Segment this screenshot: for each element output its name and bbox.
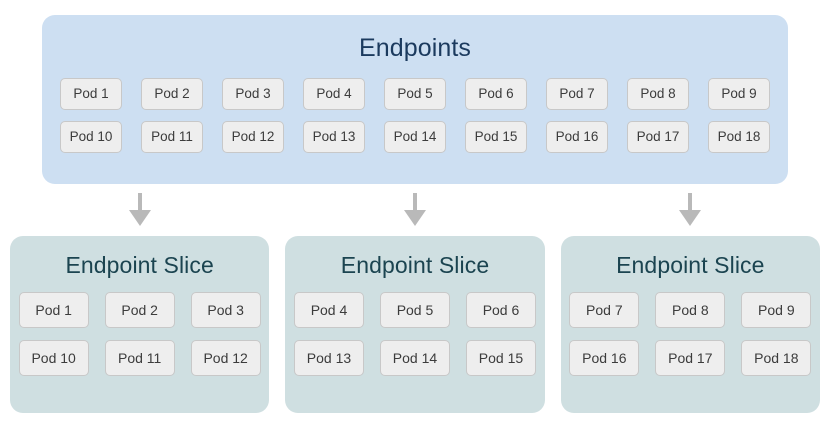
- endpoint-slice-pod-grid: Pod 1 Pod 2 Pod 3 Pod 10 Pod 11 Pod 12: [10, 292, 269, 376]
- pod-chip[interactable]: Pod 4: [293, 292, 364, 328]
- pod-chip[interactable]: Pod 12: [190, 340, 261, 376]
- arrow-down-icon: [129, 193, 151, 226]
- endpoint-slice-pod-row: Pod 4 Pod 5 Pod 6: [293, 292, 536, 328]
- endpoint-slice-title: Endpoint Slice: [340, 252, 490, 278]
- pod-chip[interactable]: Pod 15: [465, 340, 536, 376]
- pod-chip[interactable]: Pod 6: [465, 78, 527, 110]
- endpoints-title: Endpoints: [358, 34, 472, 62]
- pod-chip[interactable]: Pod 3: [190, 292, 261, 328]
- endpoint-slice-title: Endpoint Slice: [65, 252, 214, 278]
- pod-chip[interactable]: Pod 5: [379, 292, 450, 328]
- pod-chip[interactable]: Pod 17: [627, 121, 689, 153]
- endpoint-slice-title: Endpoint Slice: [616, 252, 765, 278]
- endpoint-slice-pod-row: Pod 1 Pod 2 Pod 3: [18, 292, 261, 328]
- pod-chip[interactable]: Pod 10: [60, 121, 122, 153]
- pod-chip[interactable]: Pod 13: [293, 340, 364, 376]
- pod-chip[interactable]: Pod 15: [465, 121, 527, 153]
- endpoints-panel: Endpoints Pod 1 Pod 2 Pod 3 Pod 4 Pod 5 …: [42, 15, 788, 184]
- pod-chip[interactable]: Pod 9: [708, 78, 770, 110]
- pod-chip[interactable]: Pod 6: [465, 292, 536, 328]
- pod-chip[interactable]: Pod 1: [18, 292, 89, 328]
- pod-chip[interactable]: Pod 18: [708, 121, 770, 153]
- arrow-head: [129, 210, 151, 226]
- arrow-shaft: [688, 193, 692, 213]
- endpoint-slice-pod-row: Pod 16 Pod 17 Pod 18: [569, 340, 812, 376]
- pod-chip[interactable]: Pod 9: [741, 292, 812, 328]
- pod-chip[interactable]: Pod 16: [569, 340, 640, 376]
- pod-chip[interactable]: Pod 4: [303, 78, 365, 110]
- arrow-shaft: [138, 193, 142, 213]
- pod-chip[interactable]: Pod 11: [104, 340, 175, 376]
- endpoint-slice-pod-grid: Pod 7 Pod 8 Pod 9 Pod 16 Pod 17 Pod 18: [561, 292, 820, 376]
- endpoint-slice-panel-3: Endpoint Slice Pod 7 Pod 8 Pod 9 Pod 16 …: [560, 236, 820, 413]
- endpoints-pod-row: Pod 10 Pod 11 Pod 12 Pod 13 Pod 14 Pod 1…: [60, 121, 770, 153]
- pod-chip[interactable]: Pod 7: [569, 292, 640, 328]
- pod-chip[interactable]: Pod 7: [546, 78, 608, 110]
- pod-chip[interactable]: Pod 18: [741, 340, 812, 376]
- pod-chip[interactable]: Pod 14: [384, 121, 446, 153]
- pod-chip[interactable]: Pod 16: [546, 121, 608, 153]
- pod-chip[interactable]: Pod 8: [655, 292, 726, 328]
- pod-chip[interactable]: Pod 12: [222, 121, 284, 153]
- pod-chip[interactable]: Pod 17: [655, 340, 726, 376]
- endpoint-slice-pod-row: Pod 10 Pod 11 Pod 12: [18, 340, 261, 376]
- pod-chip[interactable]: Pod 3: [222, 78, 284, 110]
- endpoint-slice-pod-grid: Pod 4 Pod 5 Pod 6 Pod 13 Pod 14 Pod 15: [285, 292, 544, 376]
- pod-chip[interactable]: Pod 2: [104, 292, 175, 328]
- arrow-shaft: [413, 193, 417, 213]
- endpoint-slice-panel-2: Endpoint Slice Pod 4 Pod 5 Pod 6 Pod 13 …: [285, 236, 545, 413]
- endpoint-slice-pod-row: Pod 13 Pod 14 Pod 15: [293, 340, 536, 376]
- arrow-head: [404, 210, 426, 226]
- arrow-down-icon: [404, 193, 426, 226]
- endpoints-pod-grid: Pod 1 Pod 2 Pod 3 Pod 4 Pod 5 Pod 6 Pod …: [42, 78, 788, 153]
- endpoints-pod-row: Pod 1 Pod 2 Pod 3 Pod 4 Pod 5 Pod 6 Pod …: [60, 78, 770, 110]
- pod-chip[interactable]: Pod 11: [141, 121, 203, 153]
- pod-chip[interactable]: Pod 14: [379, 340, 450, 376]
- endpoint-slice-panel-1: Endpoint Slice Pod 1 Pod 2 Pod 3 Pod 10 …: [10, 236, 270, 413]
- endpoint-slices-row: Endpoint Slice Pod 1 Pod 2 Pod 3 Pod 10 …: [10, 236, 820, 413]
- pod-chip[interactable]: Pod 1: [60, 78, 122, 110]
- arrow-down-icon: [679, 193, 701, 226]
- pod-chip[interactable]: Pod 8: [627, 78, 689, 110]
- endpoint-slice-pod-row: Pod 7 Pod 8 Pod 9: [569, 292, 812, 328]
- pod-chip[interactable]: Pod 13: [303, 121, 365, 153]
- arrow-head: [679, 210, 701, 226]
- pod-chip[interactable]: Pod 2: [141, 78, 203, 110]
- pod-chip[interactable]: Pod 5: [384, 78, 446, 110]
- pod-chip[interactable]: Pod 10: [18, 340, 89, 376]
